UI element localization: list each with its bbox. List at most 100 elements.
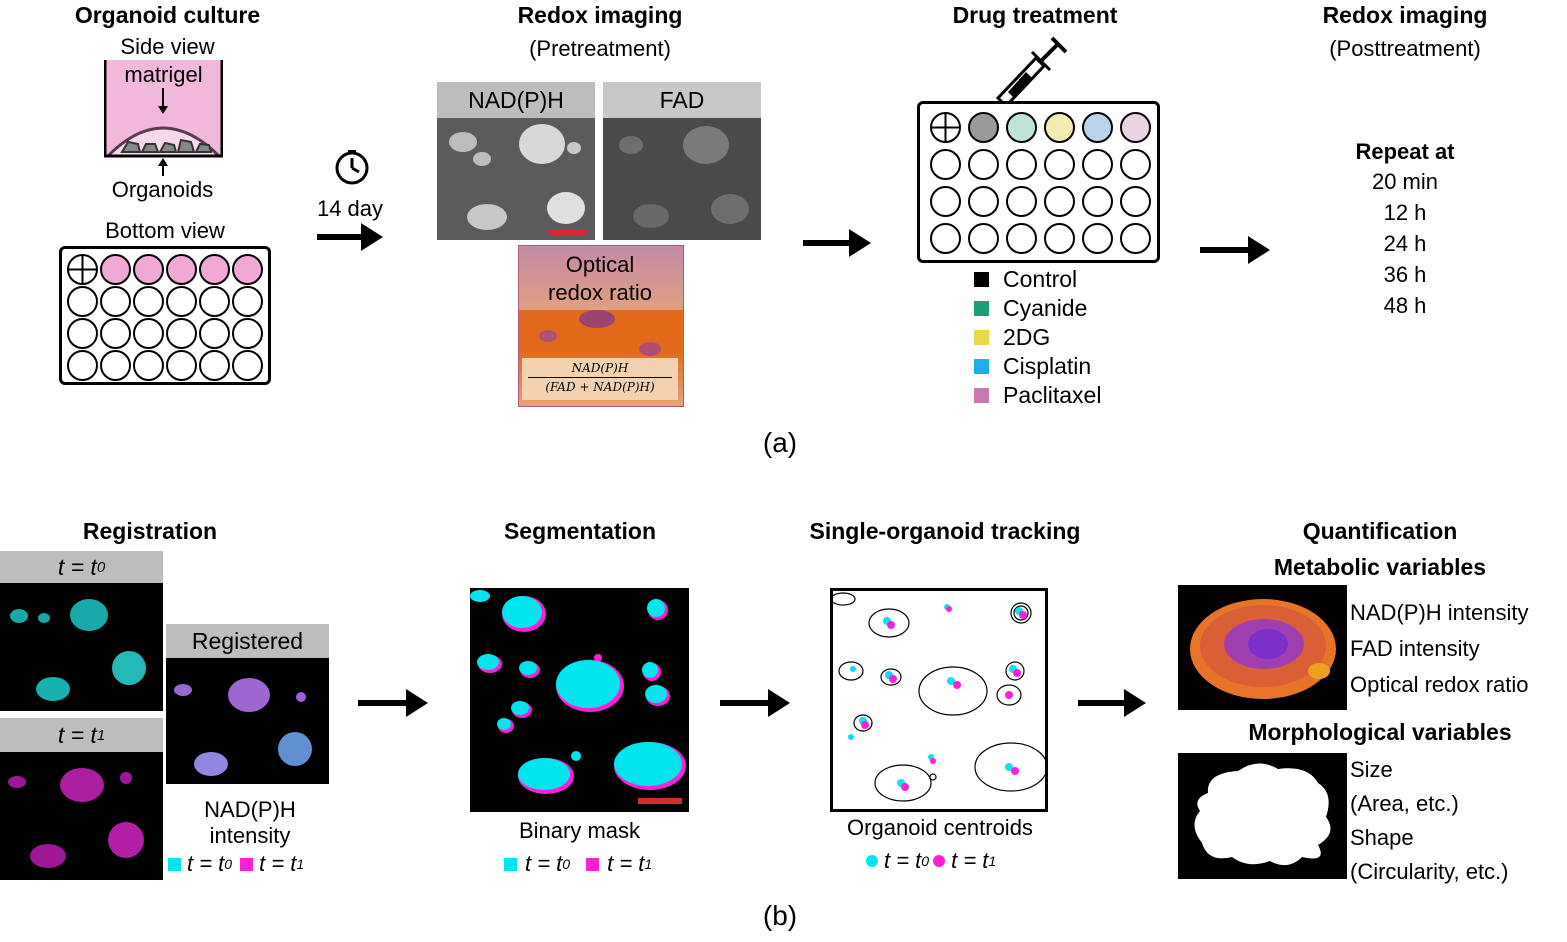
reg-legend-t0-swatch (168, 857, 181, 871)
plate-well (1006, 223, 1037, 254)
formula-denominator: (FAD + NAD(P)H) (545, 380, 655, 394)
plate-well (133, 286, 164, 317)
plate-well (232, 350, 263, 381)
ratio-label-1: Optical (565, 252, 635, 277)
plate-well (67, 318, 98, 349)
seg-legend-t0-text: t = t (525, 851, 563, 876)
redox-pre-subtitle: (Pretreatment) (529, 36, 671, 61)
arrow-a2 (803, 229, 871, 257)
quant-variable: Shape (1350, 825, 1414, 850)
quant-variable: Optical redox ratio (1350, 672, 1529, 697)
timer-label: 14 day (316, 196, 384, 221)
plate-well (199, 254, 230, 285)
t0-header-sub: 0 (96, 558, 106, 576)
plate-well (1044, 186, 1075, 217)
arrow-b2 (720, 689, 790, 717)
plate-well (100, 350, 131, 381)
plate-well (100, 318, 131, 349)
metabolic-image (1178, 585, 1347, 710)
tracking-image (830, 588, 1048, 812)
plate-well (1006, 149, 1037, 180)
reg-legend-t1-text: t = t (259, 851, 297, 876)
tracking-title: Single-organoid tracking (809, 518, 1081, 544)
plate-well (930, 149, 961, 180)
matrigel-label: matrigel (124, 62, 203, 87)
track-legend-t1-dot (933, 855, 946, 867)
legend-item: Cyanide (974, 295, 1087, 322)
plate-well (166, 318, 197, 349)
centroids-caption: Organoid centroids (847, 815, 1033, 840)
redox-pre-title: Redox imaging (517, 2, 683, 28)
plate-well (1082, 223, 1113, 254)
plate-well (232, 286, 263, 317)
repeat-time: 20 min (1371, 169, 1439, 194)
legend-item: Control (974, 266, 1077, 293)
legend-label: Control (1003, 266, 1078, 292)
binary-mask-caption: Binary mask (518, 818, 641, 843)
plate-well (968, 149, 999, 180)
plate-well (1006, 112, 1037, 143)
legend-swatch (974, 330, 989, 345)
track-legend-t1-sub: 1 (988, 853, 997, 869)
legend-swatch (974, 388, 989, 403)
track-legend-t0-text: t = t (884, 848, 922, 873)
metabolic-title: Metabolic variables (1273, 554, 1487, 580)
plate-well (67, 350, 98, 381)
track-legend-t0-dot (866, 855, 878, 867)
repeat-time: 24 h (1383, 231, 1427, 256)
legend-item: 2DG (974, 324, 1050, 351)
plate-well (166, 286, 197, 317)
plate-well (968, 223, 999, 254)
clock-icon (334, 150, 370, 186)
plate-well (199, 286, 230, 317)
plate-well (1006, 186, 1037, 217)
seg-legend-t1-swatch (586, 857, 600, 871)
side-view-label: Side view (120, 34, 215, 59)
plate-well (232, 254, 263, 285)
caption-a: (a) (762, 427, 798, 458)
legend-label: Paclitaxel (1003, 382, 1102, 408)
plate-marker-well (930, 112, 961, 143)
plate-well (100, 254, 131, 285)
plate-well (1044, 223, 1075, 254)
track-legend-t0-sub: 0 (921, 853, 930, 869)
t0-header-text: t = t (57, 553, 97, 580)
registration-title: Registration (82, 518, 218, 544)
drug-plate (917, 101, 1160, 263)
repeat-label: Repeat at (1355, 139, 1455, 164)
plate-well (968, 112, 999, 143)
legend-label: Cisplatin (1003, 353, 1092, 379)
plate-well (1120, 112, 1151, 143)
morph-image (1178, 753, 1347, 879)
plate-well (1044, 112, 1075, 143)
quant-variable: (Area, etc.) (1350, 791, 1459, 816)
arrow-b1 (358, 689, 428, 717)
segmentation-title: Segmentation (503, 518, 657, 544)
plate-well (133, 318, 164, 349)
seg-legend-t0-sub: 0 (562, 856, 571, 872)
arrow-b3 (1078, 689, 1146, 717)
plate-well (1044, 149, 1075, 180)
organoid-arrow-line (162, 162, 164, 176)
legend-item: Paclitaxel (974, 382, 1101, 409)
reg-legend-t0-sub: 0 (224, 856, 233, 872)
quant-variable: (Circularity, etc.) (1350, 859, 1509, 884)
reg-legend-t1-sub: 1 (296, 856, 305, 872)
legend-swatch (974, 359, 989, 374)
registered-header: Registered (166, 624, 329, 658)
quant-variable: FAD intensity (1350, 636, 1480, 661)
binary-mask-image (470, 588, 689, 812)
arrow-a3 (1200, 236, 1270, 264)
syringe-icon (982, 36, 1072, 122)
legend-item: Cisplatin (974, 353, 1091, 380)
scale-bar-a (550, 230, 586, 235)
redox-post-subtitle: (Posttreatment) (1329, 36, 1481, 61)
plate-well (930, 223, 961, 254)
bottom-view-plate (59, 246, 271, 385)
plate-well (166, 350, 197, 381)
plate-well (1082, 186, 1113, 217)
